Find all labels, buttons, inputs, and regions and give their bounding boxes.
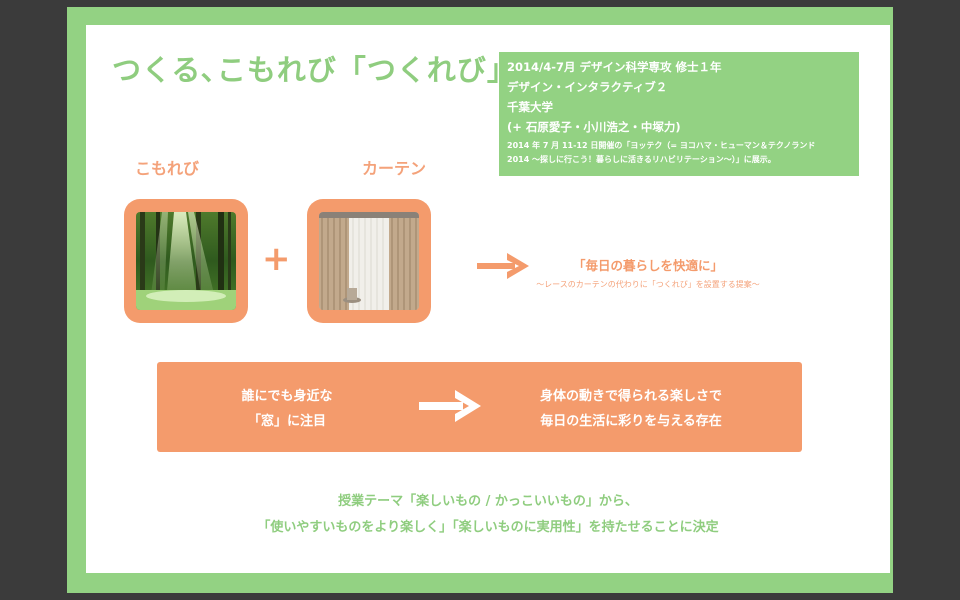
arrow-right-icon: [419, 390, 481, 422]
arrow-right-icon: [477, 253, 529, 279]
info-exhibit-note-1: 2014 年 7 月 11-12 日開催の「ヨッテク（= ヨコハマ・ヒューマン＆…: [507, 141, 816, 150]
concept-banner: 誰にでも身近な 「窓」に注目 身体の動きで得られる楽しさで 毎日の生活に彩りを与…: [157, 362, 802, 452]
banner-right-text: 身体の動きで得られる楽しさで 毎日の生活に彩りを与える存在: [506, 384, 756, 434]
info-exhibit-note-2: 2014 〜探しに行こう！暮らしに活きるリハビリテーション〜）」に展示。: [507, 155, 776, 164]
plus-sign: +: [262, 239, 291, 279]
footer-line-2: 「使いやすいものをより楽しく」「楽しいものに実用性」を持たせることに決定: [257, 520, 719, 535]
komorebi-label: こもれび: [135, 159, 200, 178]
info-date-course: 2014/4-7月 デザイン科学専攻 修士１年: [507, 60, 722, 74]
curtain-image: [319, 212, 419, 310]
project-info-box: 2014/4-7月 デザイン科学専攻 修士１年 デザイン・インタラクティブ２ 千…: [499, 52, 859, 176]
slide: つくる､こもれび「つくれび」 2014/4-7月 デザイン科学専攻 修士１年 デ…: [86, 25, 890, 573]
forest-sunlight-image: [136, 212, 236, 310]
info-university: 千葉大学: [507, 100, 553, 114]
footer-line-1: 授業テーマ「楽しいもの / かっこいいもの」から、: [338, 494, 638, 509]
curtain-label: カーテン: [362, 159, 427, 178]
banner-right-line-1: 身体の動きで得られる楽しさで: [539, 389, 722, 404]
curtain-image-card: [307, 199, 431, 323]
info-class: デザイン・インタラクティブ２: [507, 80, 668, 94]
result-headline: 「毎日の暮らしを快適に」: [572, 258, 723, 273]
slide-title: つくる､こもれび「つくれび」: [112, 53, 517, 87]
banner-left-line-1: 誰にでも身近な: [241, 389, 333, 404]
result-subtext: 〜レースのカーテンの代わりに「つくれび」を設置する提案〜: [536, 280, 760, 289]
footer-text: 授業テーマ「楽しいもの / かっこいいもの」から、 「使いやすいものをより楽しく…: [86, 489, 890, 541]
info-members: (+ 石原愛子・小川浩之・中塚力): [507, 120, 681, 134]
banner-left-text: 誰にでも身近な 「窓」に注目: [197, 384, 377, 434]
banner-right-line-2: 毎日の生活に彩りを与える存在: [540, 414, 722, 429]
komorebi-image-card: [124, 199, 248, 323]
banner-left-line-2: 「窓」に注目: [247, 414, 326, 429]
